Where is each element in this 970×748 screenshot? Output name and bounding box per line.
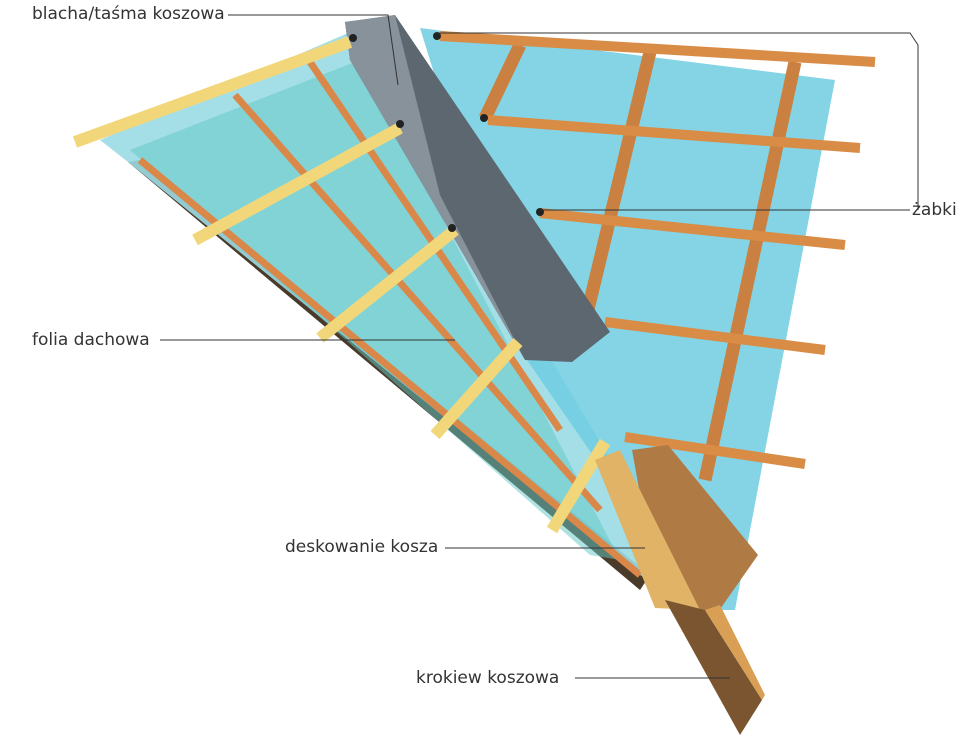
valley-rafter-top <box>705 605 765 700</box>
right-roof-membrane <box>420 28 835 610</box>
label-valley-boarding: deskowanie kosza <box>285 537 439 557</box>
label-clips: żabki <box>912 200 957 220</box>
valley-rafter <box>665 600 762 735</box>
valley-boarding-left <box>595 450 700 610</box>
right-counter-battens <box>479 42 802 482</box>
label-membrane: folia dachowa <box>32 330 150 350</box>
left-membrane-strip <box>130 60 620 560</box>
leader-lines <box>160 14 919 679</box>
clips <box>349 32 544 232</box>
right-battens <box>439 31 876 469</box>
label-valley-rafter: krokiew koszowa <box>416 668 560 688</box>
label-valley-metal: blacha/taśma koszowa <box>32 4 225 24</box>
valley-metal-face <box>345 15 525 360</box>
left-battens <box>72 36 611 534</box>
